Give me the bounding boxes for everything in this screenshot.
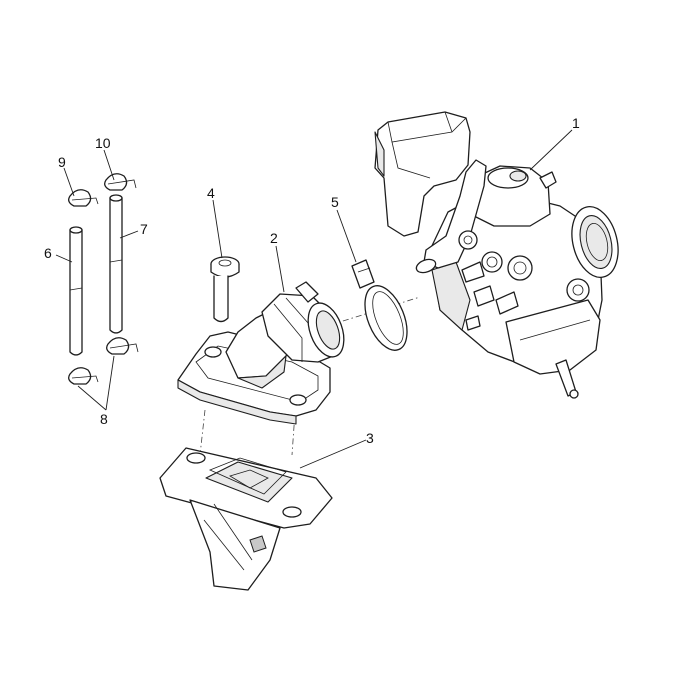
fuel-hose-6-part[interactable] [69, 226, 83, 356]
callout-6: 6 [44, 245, 52, 261]
reed-valve-part[interactable] [159, 447, 333, 591]
spring-clip-10-part[interactable] [104, 173, 137, 191]
callout-1: 1 [572, 115, 580, 131]
leader-lines [55, 129, 573, 469]
callout-10: 10 [95, 135, 111, 151]
callout-4: 4 [207, 185, 215, 201]
callout-5: 5 [331, 194, 339, 210]
fuel-hose-7-part[interactable] [109, 194, 123, 334]
callout-7: 7 [140, 221, 148, 237]
callout-9: 9 [58, 154, 66, 170]
spring-clip-8-lower-left-part[interactable] [68, 367, 99, 385]
callout-8: 8 [100, 411, 108, 427]
intake-manifold-part[interactable] [177, 281, 351, 425]
callout-labels: 1 2 3 4 5 6 7 8 9 10 [44, 115, 580, 446]
hose-clamp-part[interactable] [351, 259, 415, 356]
spring-clip-8-lower-right-part[interactable] [106, 337, 139, 355]
callout-2: 2 [270, 230, 278, 246]
callout-3: 3 [366, 430, 374, 446]
spring-clip-9-part[interactable] [68, 189, 99, 207]
screw-part[interactable] [210, 256, 240, 323]
carburetor-part[interactable] [374, 111, 625, 399]
